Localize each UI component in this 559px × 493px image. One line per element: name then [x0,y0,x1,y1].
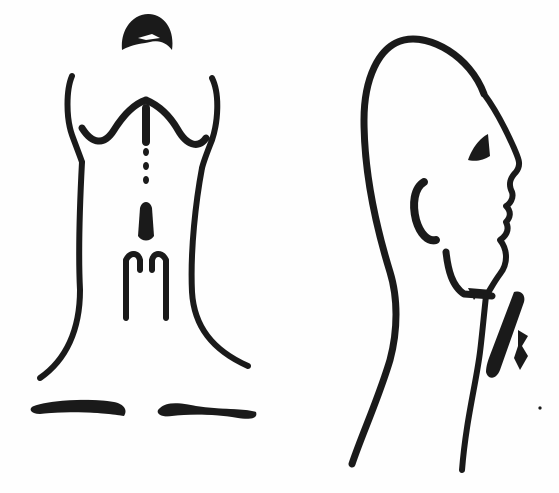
sternal-notch [126,254,166,318]
right-neck-side [192,168,248,366]
speck-mark [538,406,541,409]
left-neck-side [40,162,82,378]
head-back-outline [352,39,484,464]
left-clavicle [31,400,126,416]
head-top-shape [122,14,173,50]
right-shoulder-line [202,78,217,168]
right-clavicle [158,403,257,419]
trachea-ring-1 [143,148,149,156]
neck-front-line [462,296,486,470]
face-profile [484,94,519,296]
left-shoulder-line [68,76,83,162]
trachea-ring-3 [143,176,149,184]
upper-v-left [82,100,146,141]
larynx-mark [514,330,528,370]
side-view-figure [352,39,542,470]
eye-shape [468,134,490,161]
trachea-ring-2 [143,162,149,170]
ear-shape [414,182,436,240]
trachea-lower [138,202,154,241]
front-view-figure [31,14,257,419]
upper-v-right [146,100,206,144]
